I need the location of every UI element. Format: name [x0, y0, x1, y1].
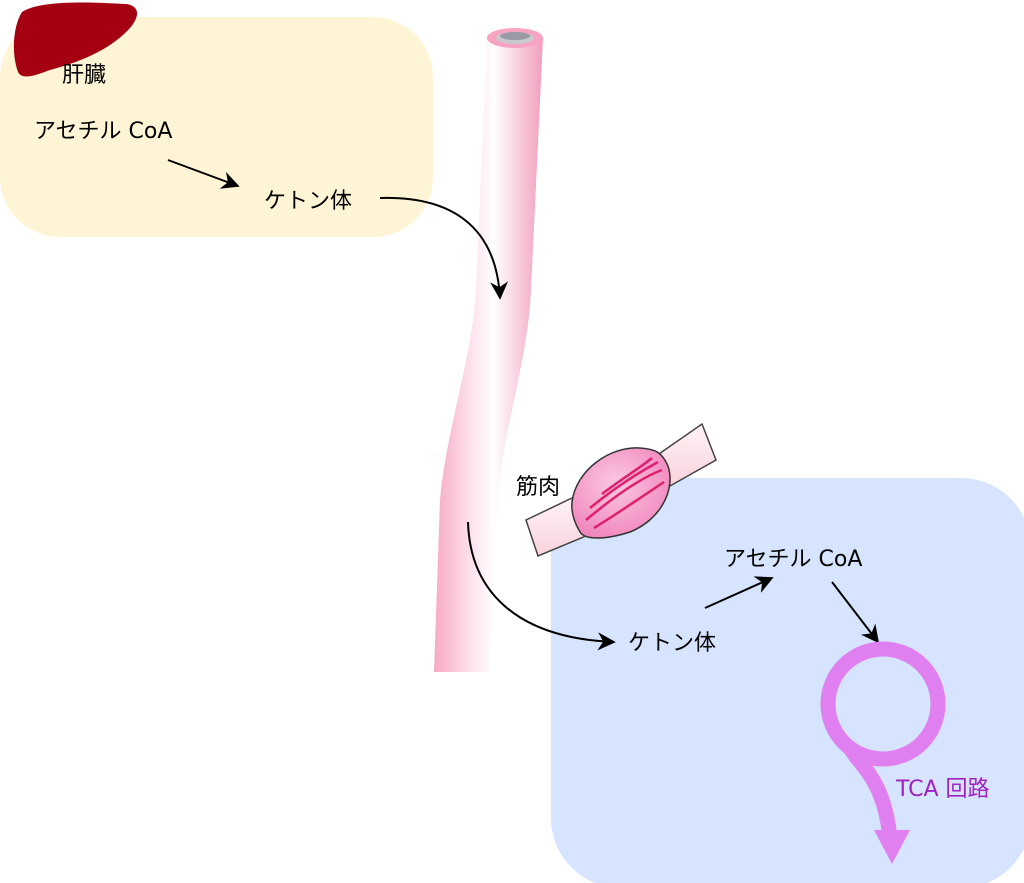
- tca-cycle-label: TCA 回路: [895, 777, 990, 802]
- liver-region: [0, 17, 433, 237]
- blood-vessel-icon: [434, 28, 543, 672]
- arrow-acetyl-to-tca: [831, 581, 880, 644]
- muscle-icon: [525, 422, 717, 558]
- arrow-ketone-to-vessel: [379, 196, 509, 300]
- arrow-acetyl-to-ketone-liver: [167, 159, 240, 189]
- arrow-ketone-to-acetyl-muscle: [704, 576, 774, 609]
- muscle-acetyl-coa-label: アセチル CoA: [724, 547, 862, 572]
- liver-label: 肝臓: [62, 63, 106, 88]
- tca-cycle-icon: [820, 641, 946, 864]
- muscle-region: [551, 478, 1024, 883]
- liver-icon: [13, 2, 138, 77]
- arrow-vessel-to-muscle: [467, 521, 616, 651]
- muscle-ketone-label: ケトン体: [628, 631, 716, 656]
- liver-acetyl-coa-label: アセチル CoA: [34, 119, 172, 144]
- muscle-label: 筋肉: [516, 475, 560, 500]
- liver-ketone-label: ケトン体: [264, 189, 352, 214]
